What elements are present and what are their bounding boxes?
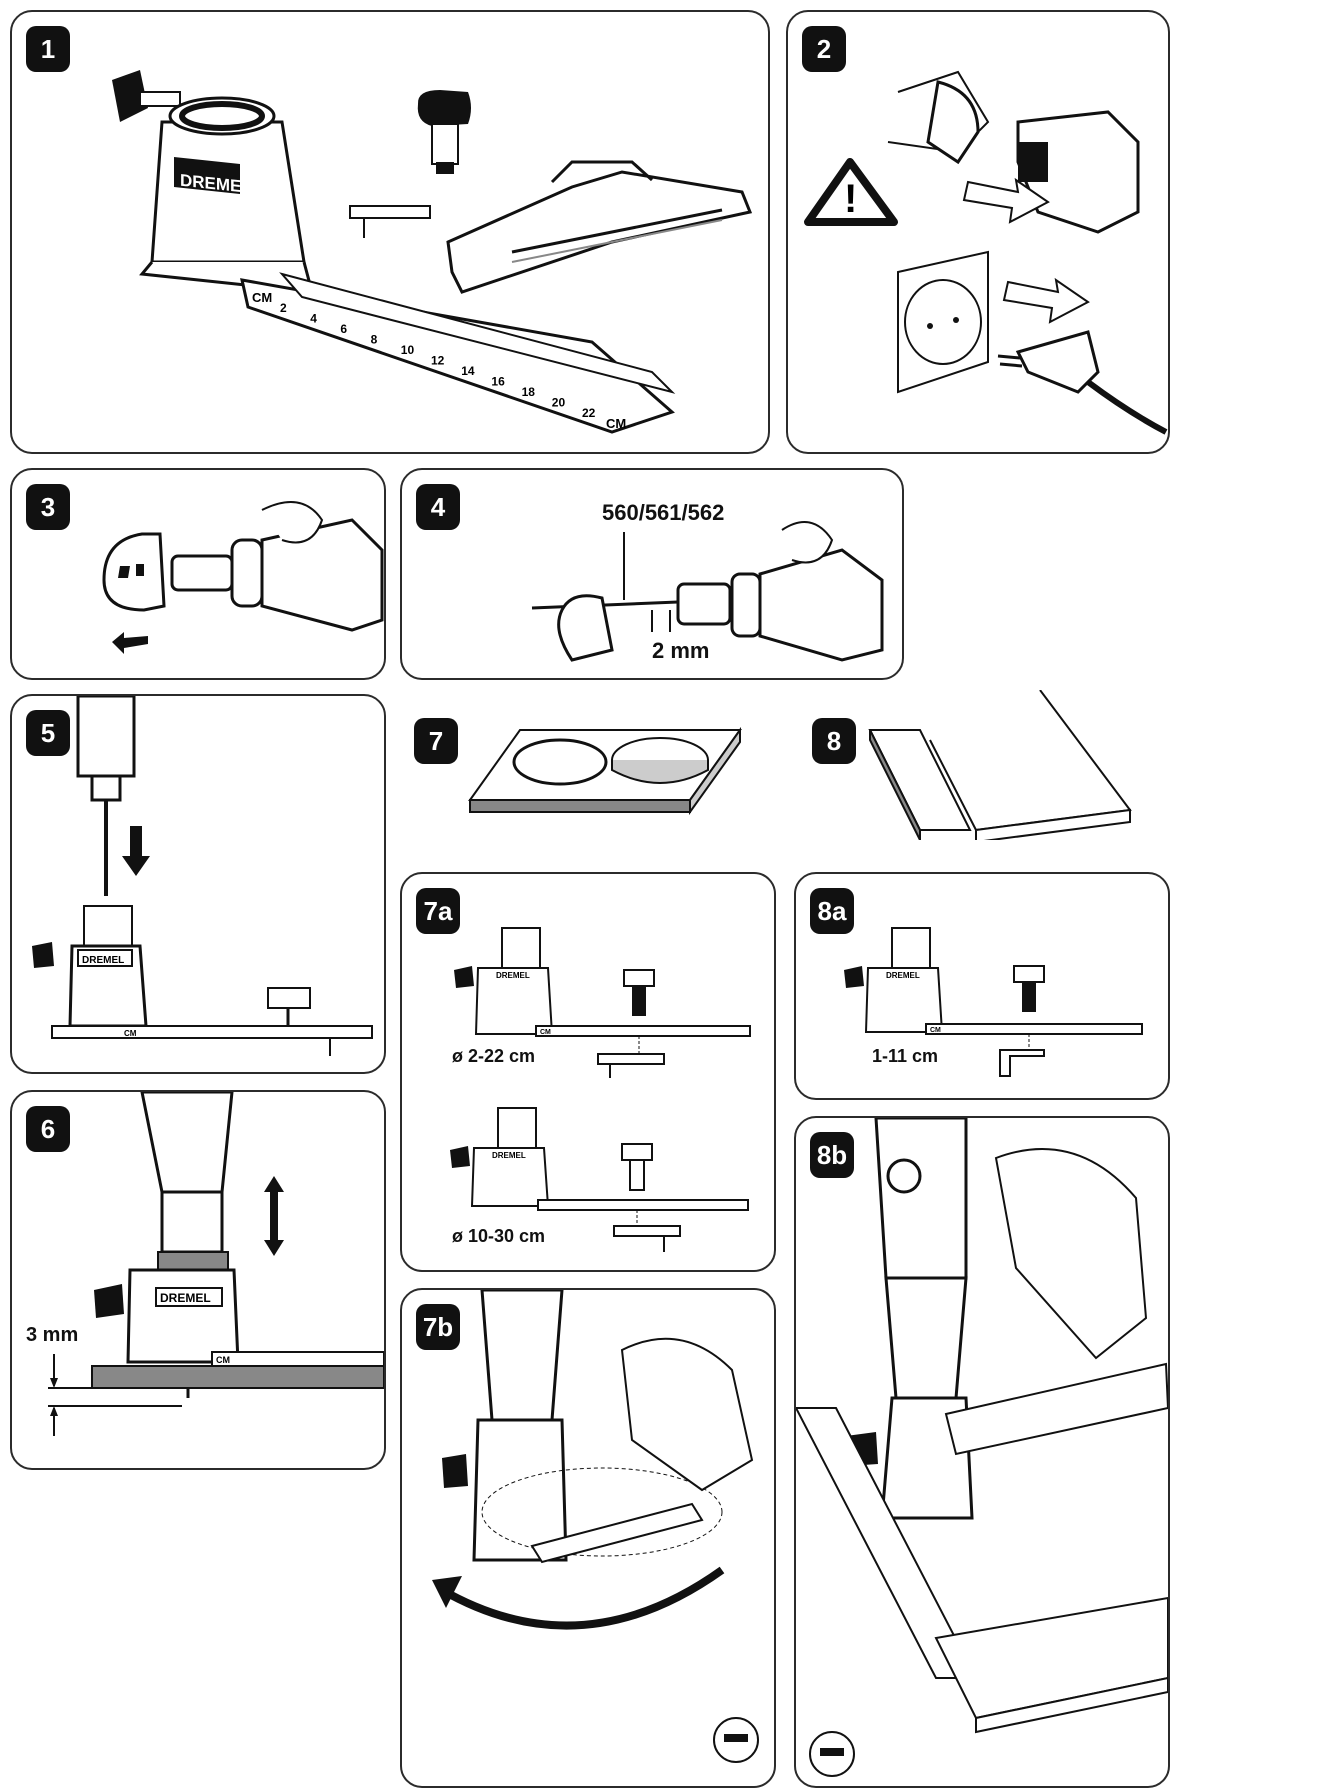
- ruler-unit-8a: CM: [930, 1027, 941, 1034]
- step-badge-8a: 8a: [810, 888, 854, 934]
- ruler-tick-label: 8: [371, 333, 378, 347]
- depth-label: 3 mm: [26, 1324, 79, 1346]
- ruler-unit-right: CM: [606, 416, 626, 431]
- pivot-pin-position-illustration: DREMEL CM DREMEL: [450, 927, 751, 1252]
- warning-icon: !: [844, 177, 857, 221]
- step-badge-4: 4: [416, 484, 460, 530]
- remove-nose-cap-illustration: [102, 501, 384, 654]
- ruler-tick-label: 16: [491, 375, 505, 389]
- ruler-tick-label: 22: [582, 406, 596, 420]
- ruler-tick-label: 18: [522, 385, 536, 399]
- ruler-unit-left: CM: [252, 290, 272, 305]
- ruler-unit-6: CM: [216, 1355, 230, 1365]
- straight-cut-result-illustration: [868, 690, 1132, 840]
- step-badge-1: 1: [26, 26, 70, 72]
- dremel-logo-text-8a: DREMEL: [886, 971, 920, 980]
- step-badge-8b: 8b: [810, 1132, 854, 1178]
- panel-step-5: 5 DREMEL CM: [10, 694, 386, 1074]
- panel-step-7a: 7a ø 2-22 cm ø 10-30 cm DREMEL CM DREMEL: [400, 872, 776, 1272]
- circle-cut-result-illustration: [468, 726, 742, 816]
- step-badge-7a: 7a: [416, 888, 460, 934]
- ruler-tick-label: 2: [280, 301, 287, 315]
- panel-step-6: 6 3 mm DREMEL CM: [10, 1090, 386, 1470]
- panel-step-7b: 7b: [400, 1288, 776, 1788]
- ruler-tick-label: 4: [310, 312, 317, 326]
- ruler-tick-label: 6: [340, 322, 347, 336]
- panel-step-4: 4 560/561/562 2 mm: [400, 468, 904, 680]
- insert-cutting-bit-illustration: [531, 521, 884, 662]
- straight-guide-position-illustration: DREMEL CM: [844, 927, 1143, 1077]
- disconnect-power-illustration: !: [804, 70, 1168, 435]
- ruler-tick-labels: 2 4 6 8 10 12 14 16 18 20 22: [280, 301, 596, 420]
- ruler-tick-label: 10: [401, 343, 415, 357]
- ruler-unit-7a-1: CM: [540, 1029, 551, 1036]
- set-cutting-depth-illustration: DREMEL CM: [48, 1092, 384, 1436]
- bit-codes-label: 560/561/562: [602, 500, 725, 525]
- ruler-tick-label: 20: [552, 396, 566, 410]
- panel-step-8b: 8b: [794, 1116, 1170, 1788]
- cutting-circle-illustration: [432, 1290, 759, 1763]
- step-badge-8: 8: [812, 718, 856, 764]
- bit-protrusion-label: 2 mm: [652, 638, 710, 663]
- step-badge-3: 3: [26, 484, 70, 530]
- step-badge-5: 5: [26, 710, 70, 756]
- step-badge-7b: 7b: [416, 1304, 460, 1350]
- panel-step-3: 3: [10, 468, 386, 680]
- ruler-unit-5: CM: [124, 1029, 137, 1038]
- dremel-logo-text-7a-1: DREMEL: [496, 971, 530, 980]
- step-badge-6: 6: [26, 1106, 70, 1152]
- step-badge-7: 7: [414, 718, 458, 764]
- dremel-logo-text-6: DREMEL: [160, 1291, 211, 1305]
- mount-tool-on-cutter-illustration: DREMEL CM: [32, 696, 373, 1056]
- dremel-logo-text-5: DREMEL: [82, 955, 124, 966]
- dremel-logo-text-7a-2: DREMEL: [492, 1151, 526, 1160]
- range-small-circle-label: ø 2-22 cm: [452, 1046, 536, 1066]
- range-straight-label: 1-11 cm: [872, 1046, 939, 1066]
- step-badge-2: 2: [802, 26, 846, 72]
- ruler-tick-label: 14: [461, 364, 475, 378]
- range-large-circle-label: ø 10-30 cm: [452, 1226, 546, 1246]
- panel-step-8a: 8a 1-11 cm DREMEL CM: [794, 872, 1170, 1100]
- straight-cut-illustration: [796, 1118, 1168, 1777]
- ruler-tick-label: 12: [431, 354, 445, 368]
- panel-step-2: 2 !: [786, 10, 1170, 454]
